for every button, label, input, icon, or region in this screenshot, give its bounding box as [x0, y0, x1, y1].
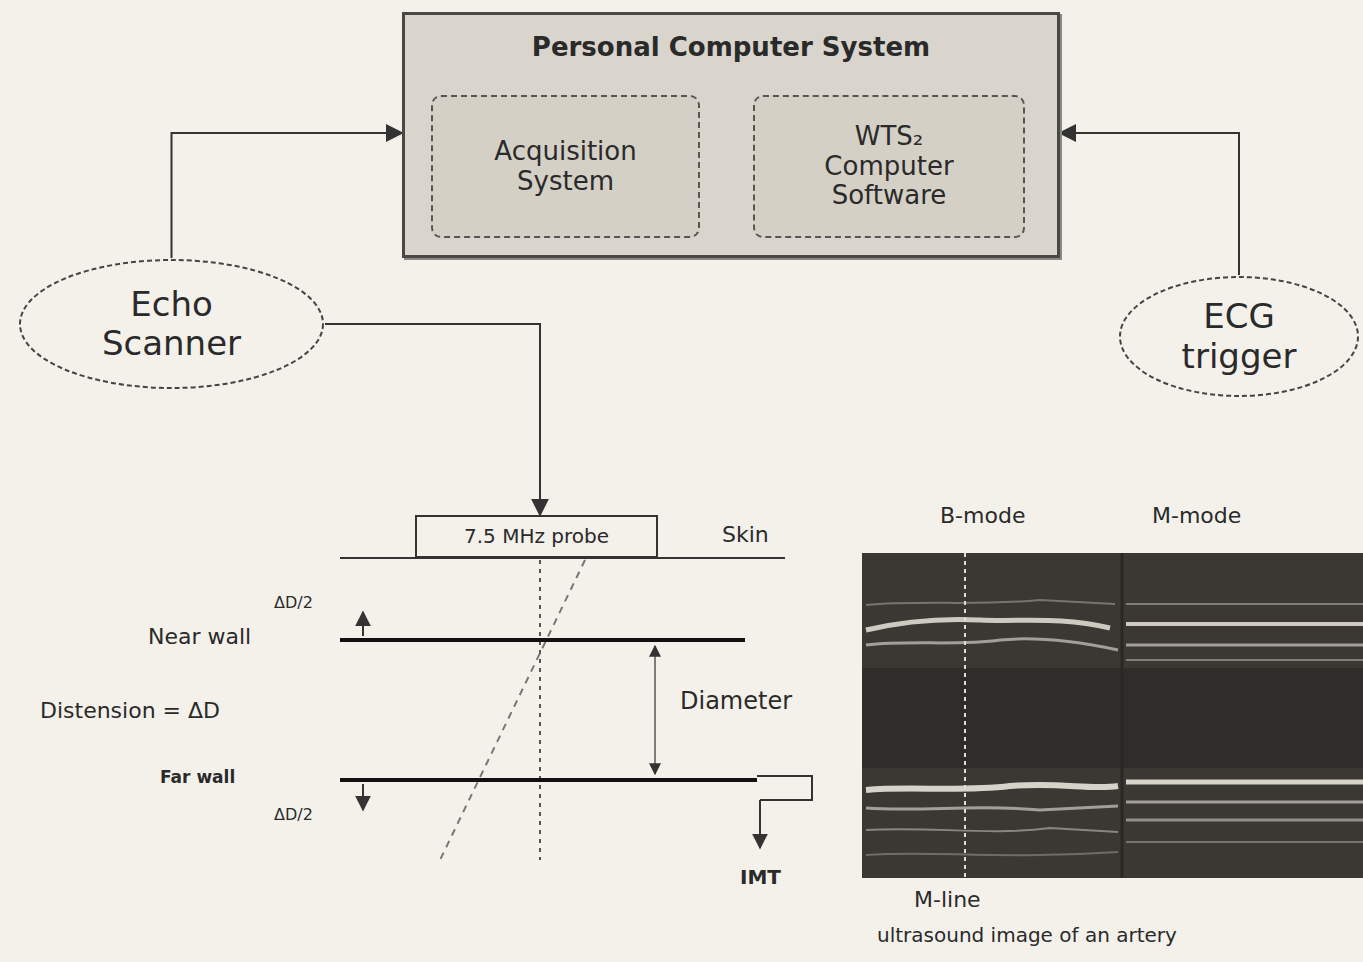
imt-arrow: [759, 800, 761, 848]
mode-label: M-mode: [1150, 503, 1243, 528]
dimension-label: ΔD/2: [272, 806, 315, 824]
subsystem-box: Acquisition System: [431, 95, 700, 238]
near-wall: [340, 638, 745, 642]
distension-arrow: [362, 784, 364, 810]
signal-connector: [172, 133, 403, 258]
m-line: [964, 553, 966, 878]
far-wall: [340, 778, 757, 782]
node-label: 7.5 MHz probe: [464, 525, 609, 548]
dimension-label: Diameter: [678, 688, 794, 716]
dimension-label: Distension = ΔD: [38, 698, 222, 723]
figure-note: ultrasound image of an artery: [875, 924, 1179, 947]
image-divider: [1121, 553, 1124, 878]
node-label: WTS₂ Computer Software: [804, 122, 974, 212]
distension-arrow: [362, 612, 364, 636]
lumen-area: [862, 668, 1363, 768]
imt-bracket: [757, 776, 812, 800]
signal-connector: [1060, 133, 1239, 275]
m-line-label: M-line: [912, 887, 983, 912]
diameter-arrow: [654, 646, 656, 774]
part-name: Near wall: [146, 624, 253, 649]
dimension-label: ΔD/2: [272, 594, 315, 612]
mode-label: B-mode: [938, 503, 1027, 528]
device-ellipse: ECG trigger: [1118, 275, 1360, 398]
device-ellipse: Echo Scanner: [18, 258, 325, 390]
probe-box: 7.5 MHz probe: [415, 515, 658, 558]
skin-label: Skin: [720, 522, 771, 547]
node-label: Echo Scanner: [77, 285, 267, 363]
node-label: Acquisition System: [451, 137, 681, 197]
part-name: Far wall: [158, 768, 237, 788]
dimension-label: IMT: [738, 866, 783, 889]
subsystem-box: WTS₂ Computer Software: [753, 95, 1025, 238]
ultrasound-image: [862, 553, 1363, 878]
m-mode-trace: [1126, 604, 1363, 842]
node-label: ECG trigger: [1149, 297, 1329, 375]
b-mode-echo: [866, 600, 1118, 855]
beam-line: [539, 560, 541, 860]
panel-heading: Personal Computer System: [532, 33, 930, 63]
signal-connector: [325, 324, 540, 515]
beam-line: [440, 560, 585, 860]
system-panel: Personal Computer SystemAcquisition Syst…: [402, 12, 1060, 258]
